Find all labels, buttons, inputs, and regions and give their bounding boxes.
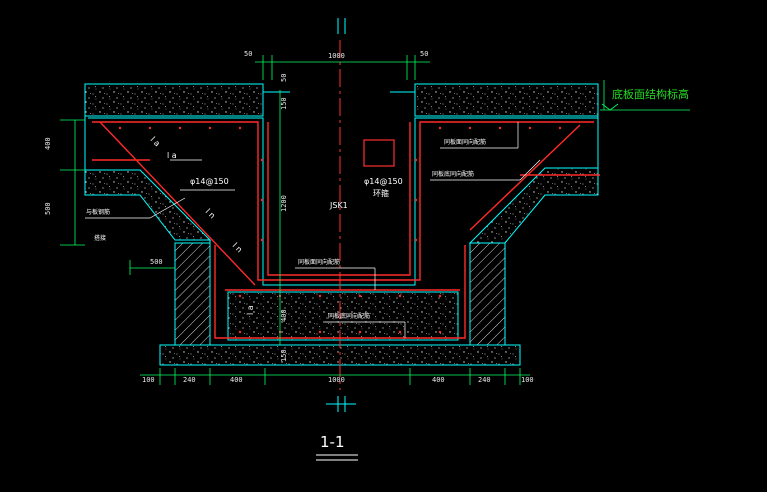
dimension-lines	[60, 55, 530, 385]
annot-rebar-spec-2: φ14@150	[364, 177, 403, 186]
dim-top-right-50: 50	[420, 50, 428, 58]
elevation-marker	[600, 80, 690, 111]
dim-top-left-50: 50	[244, 50, 252, 58]
dim-top-1000: 1000	[328, 52, 345, 60]
annot-note-inner-1: 同板面同向配筋	[298, 258, 340, 266]
annot-ln-lower: l n	[231, 241, 244, 254]
annot-center-mark: JSK1	[329, 201, 348, 210]
elevation-label: 底板面结构标高	[612, 87, 689, 101]
section-title-underline	[316, 454, 358, 461]
dim-bottom-3: 1000	[328, 376, 345, 384]
annot-note-inner-2: 同板底同向配筋	[328, 312, 370, 320]
annot-note-right-2: 同板底同向配筋	[432, 170, 474, 178]
rebar-dots	[118, 126, 562, 334]
annot-rebar-spec: φ14@150	[190, 177, 229, 186]
dim-v-400: 400	[280, 309, 288, 322]
step-slab-right	[468, 167, 599, 244]
annot-la-upper: l a	[167, 151, 177, 160]
inner-base-slab	[227, 291, 459, 341]
dim-bottom-5: 240	[478, 376, 491, 384]
top-centerline-mark	[337, 18, 346, 34]
brick-wall-left	[174, 242, 211, 346]
dim-v-1200: 1200	[280, 195, 288, 212]
dim-bottom-1: 240	[183, 376, 196, 384]
annot-note-left-1: 与板钢筋	[86, 208, 110, 216]
brick-wall-right	[469, 242, 506, 346]
dim-bottom-4: 400	[432, 376, 445, 384]
bottom-centerline-mark	[326, 396, 356, 412]
dim-v-50: 50	[280, 74, 288, 82]
dim-bottom-0: 100	[142, 376, 155, 384]
section-title: 1-1	[320, 433, 345, 451]
dim-bottom-2: 400	[230, 376, 243, 384]
annot-la-bottom: l a	[246, 305, 255, 315]
annot-note-right-1: 同板面同向配筋	[444, 138, 486, 146]
rebar-lines	[92, 121, 600, 339]
dim-v-150b: 150	[280, 349, 288, 362]
dim-left-400: 400	[44, 137, 52, 150]
sump-square	[363, 139, 395, 167]
annot-hoop: 环箍	[373, 188, 389, 198]
dim-left-500b: 500	[150, 258, 163, 266]
annot-note-left-2: 搭接	[94, 234, 106, 242]
top-slab-left	[84, 83, 290, 117]
annot-la-left: l a	[149, 135, 162, 148]
top-slab-right	[390, 83, 599, 117]
dim-v-150: 150	[280, 97, 288, 110]
leader-lines	[85, 122, 541, 338]
dim-bottom-6: 100	[521, 376, 534, 384]
annot-ln-mid: l n	[204, 207, 217, 220]
step-slab-left	[84, 169, 212, 241]
dim-left-500: 500	[44, 202, 52, 215]
